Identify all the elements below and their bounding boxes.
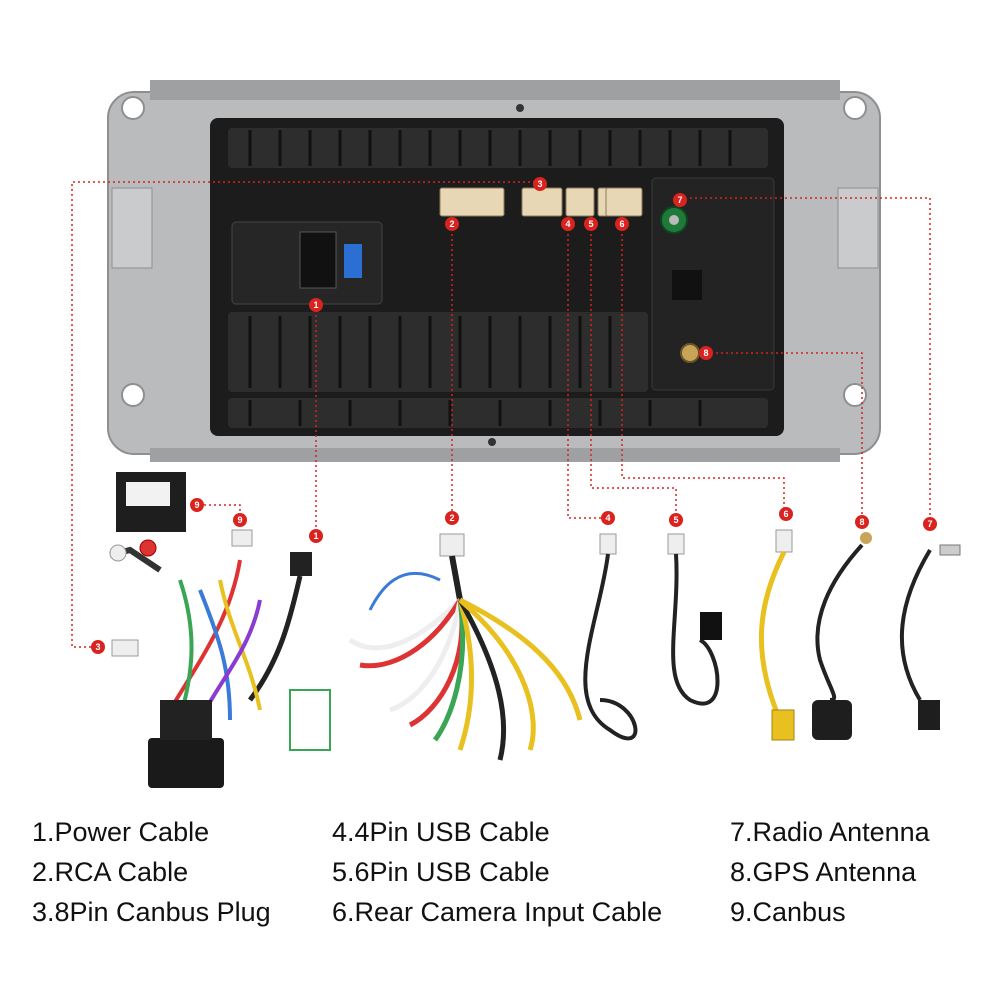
gps-cable xyxy=(812,532,872,740)
marker-9-label: 9 xyxy=(237,515,242,525)
marker-5-badge xyxy=(669,513,683,527)
radio-antenna-cable xyxy=(899,544,961,730)
marker-6-badge xyxy=(615,217,629,231)
legend-item-gps-antenna: 8.GPS Antenna xyxy=(730,857,917,887)
legend-item-4pin-usb: 4.4Pin USB Cable xyxy=(332,817,550,847)
marker-5-label: 5 xyxy=(588,219,593,229)
gps-antenna-socket xyxy=(680,343,700,363)
marker-3-badge xyxy=(533,177,547,191)
marker-6-label: 6 xyxy=(783,509,788,519)
marker-9-badge xyxy=(190,498,204,512)
marker-3-badge xyxy=(91,640,105,654)
marker-4-badge xyxy=(561,217,575,231)
legend-item-canbus: 9.Canbus xyxy=(730,897,846,927)
legend-item-radio-antenna: 7.Radio Antenna xyxy=(730,817,930,847)
rca-cable xyxy=(348,533,583,761)
legend-column-3: 7.Radio Antenna 8.GPS Antenna 9.Canbus xyxy=(730,812,930,932)
legend-column-1: 1.Power Cable 2.RCA Cable 3.8Pin Canbus … xyxy=(32,812,271,932)
marker-9-badge xyxy=(233,513,247,527)
marker-1-badge xyxy=(309,298,323,312)
legend-item-power-cable: 1.Power Cable xyxy=(32,817,210,847)
marker-4-badge xyxy=(601,511,615,525)
leader-lines xyxy=(71,181,931,648)
marker-6-label: 6 xyxy=(619,219,624,229)
legend-item-6pin-usb: 5.6Pin USB Cable xyxy=(332,857,550,887)
marker-3-label: 3 xyxy=(537,179,542,189)
marker-1-label: 1 xyxy=(313,300,318,310)
camera-cable xyxy=(758,529,795,741)
camera-socket xyxy=(605,187,643,217)
marker-1-label: 1 xyxy=(313,531,318,541)
marker-8-label: 8 xyxy=(859,517,864,527)
marker-8-badge xyxy=(699,346,713,360)
marker-2-label: 2 xyxy=(449,219,454,229)
power-cable xyxy=(109,539,331,788)
usb6-cable xyxy=(667,533,722,706)
marker-7-badge xyxy=(923,517,937,531)
canbus-socket xyxy=(521,187,563,217)
legend-item-canbus-plug: 3.8Pin Canbus Plug xyxy=(32,897,271,927)
marker-5-label: 5 xyxy=(673,515,678,525)
marker-2-label: 2 xyxy=(449,513,454,523)
marker-7-label: 7 xyxy=(677,195,682,205)
canbus-box xyxy=(116,472,186,532)
marker-9-label: 9 xyxy=(194,500,199,510)
rca-socket xyxy=(439,187,505,217)
marker-8-label: 8 xyxy=(703,348,708,358)
marker-5-badge xyxy=(584,217,598,231)
marker-2-badge xyxy=(445,511,459,525)
usb4-cable xyxy=(583,533,638,741)
canbus-connector xyxy=(231,529,253,547)
usb4-socket xyxy=(565,187,595,217)
marker-8-badge xyxy=(855,515,869,529)
legend-column-2: 4.4Pin USB Cable 5.6Pin USB Cable 6.Rear… xyxy=(332,812,662,932)
marker-4-label: 4 xyxy=(565,219,570,229)
marker-2-badge xyxy=(445,217,459,231)
marker-3-label: 3 xyxy=(95,642,100,652)
marker-6-badge xyxy=(779,507,793,521)
marker-4-label: 4 xyxy=(605,513,610,523)
legend-item-rear-camera: 6.Rear Camera Input Cable xyxy=(332,897,663,927)
rear-panel xyxy=(210,118,784,436)
marker-1-badge xyxy=(309,529,323,543)
canbus-plug xyxy=(111,639,139,657)
marker-7-label: 7 xyxy=(927,519,932,529)
legend-item-rca-cable: 2.RCA Cable xyxy=(32,857,189,887)
marker-7-badge xyxy=(673,193,687,207)
number-markers: 1 2 3 4 5 6 7 8 1 2 4 5 6 8 7 3 9 9 xyxy=(91,177,937,654)
